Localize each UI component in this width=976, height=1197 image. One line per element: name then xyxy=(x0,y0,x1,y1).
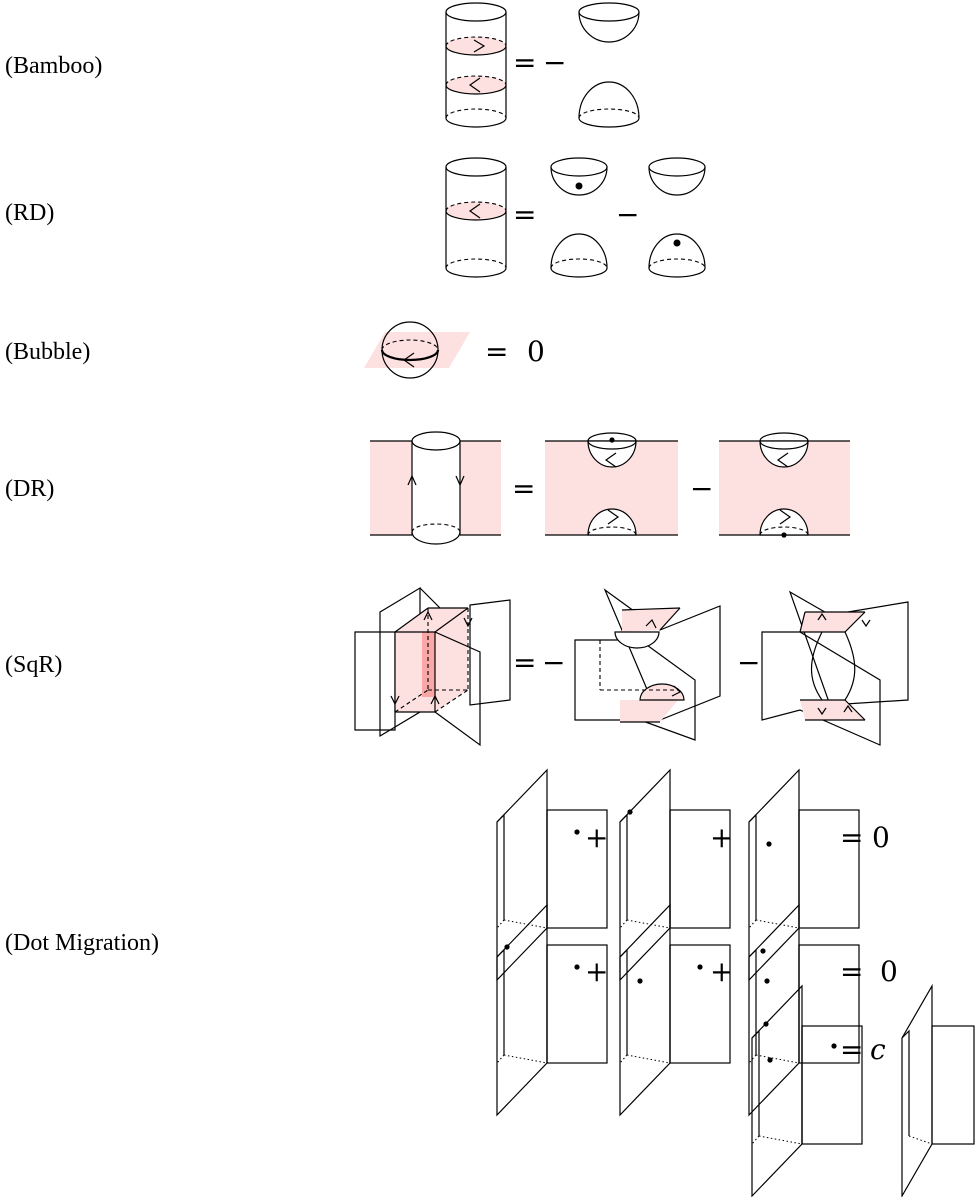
bamboo-cap-bottom xyxy=(578,81,640,128)
sqr-equals: = xyxy=(513,646,536,679)
sqr-lhs xyxy=(354,586,511,747)
bubble-zero: 0 xyxy=(527,335,545,368)
dr-equals: = xyxy=(512,472,535,505)
dm1-zero: 0 xyxy=(872,821,890,854)
rd-equals: = xyxy=(513,198,536,231)
label-rd: (RD) xyxy=(5,200,54,226)
dr-minus: − xyxy=(690,472,713,505)
dm2-zero: 0 xyxy=(880,955,898,988)
bamboo-cup-top xyxy=(578,2,640,43)
dm1-term3 xyxy=(748,769,860,981)
bamboo-minus: − xyxy=(543,46,566,79)
rd-term2-cap xyxy=(648,233,706,278)
dm3-term1 xyxy=(751,985,863,1197)
label-bamboo: (Bamboo) xyxy=(5,53,102,79)
dm1-term1 xyxy=(496,769,608,981)
bubble-sphere xyxy=(364,321,470,379)
dm2-term2 xyxy=(619,904,731,1116)
bubble-equals: = xyxy=(485,335,508,368)
dr-term2 xyxy=(719,432,850,538)
dm2-equals: = xyxy=(840,955,863,988)
dr-lhs xyxy=(370,431,501,545)
dm1-plus2: + xyxy=(710,821,733,854)
rd-minus: − xyxy=(616,198,639,231)
dm3-equals: = xyxy=(840,1033,863,1066)
bamboo-equals: = xyxy=(513,46,536,79)
dm2-term3 xyxy=(748,904,860,1116)
sqr-minus: − xyxy=(737,646,760,679)
label-sqr: (SqR) xyxy=(5,652,62,678)
dm3-coefficient: c xyxy=(870,1033,886,1066)
label-dr: (DR) xyxy=(5,476,54,502)
rd-term2-cup xyxy=(648,157,706,196)
bamboo-cylinder xyxy=(445,2,507,128)
dm3-term2 xyxy=(901,983,975,1197)
dm1-plus1: + xyxy=(585,821,608,854)
rd-term1-cap xyxy=(550,233,608,278)
label-dot-migration: (Dot Migration) xyxy=(5,930,159,956)
sqr-term2 xyxy=(761,590,909,746)
dm2-plus1: + xyxy=(585,955,608,988)
dr-term1 xyxy=(545,432,678,536)
dm2-plus2: + xyxy=(710,955,733,988)
dm2-term1 xyxy=(496,904,608,1116)
dm1-term2 xyxy=(619,769,731,981)
sqr-rhs-sign: − xyxy=(542,646,565,679)
rd-cylinder xyxy=(445,157,507,278)
sqr-term1 xyxy=(574,588,721,741)
label-bubble: (Bubble) xyxy=(5,339,90,365)
dm1-equals: = xyxy=(840,821,863,854)
rd-term1-cup xyxy=(550,157,608,196)
